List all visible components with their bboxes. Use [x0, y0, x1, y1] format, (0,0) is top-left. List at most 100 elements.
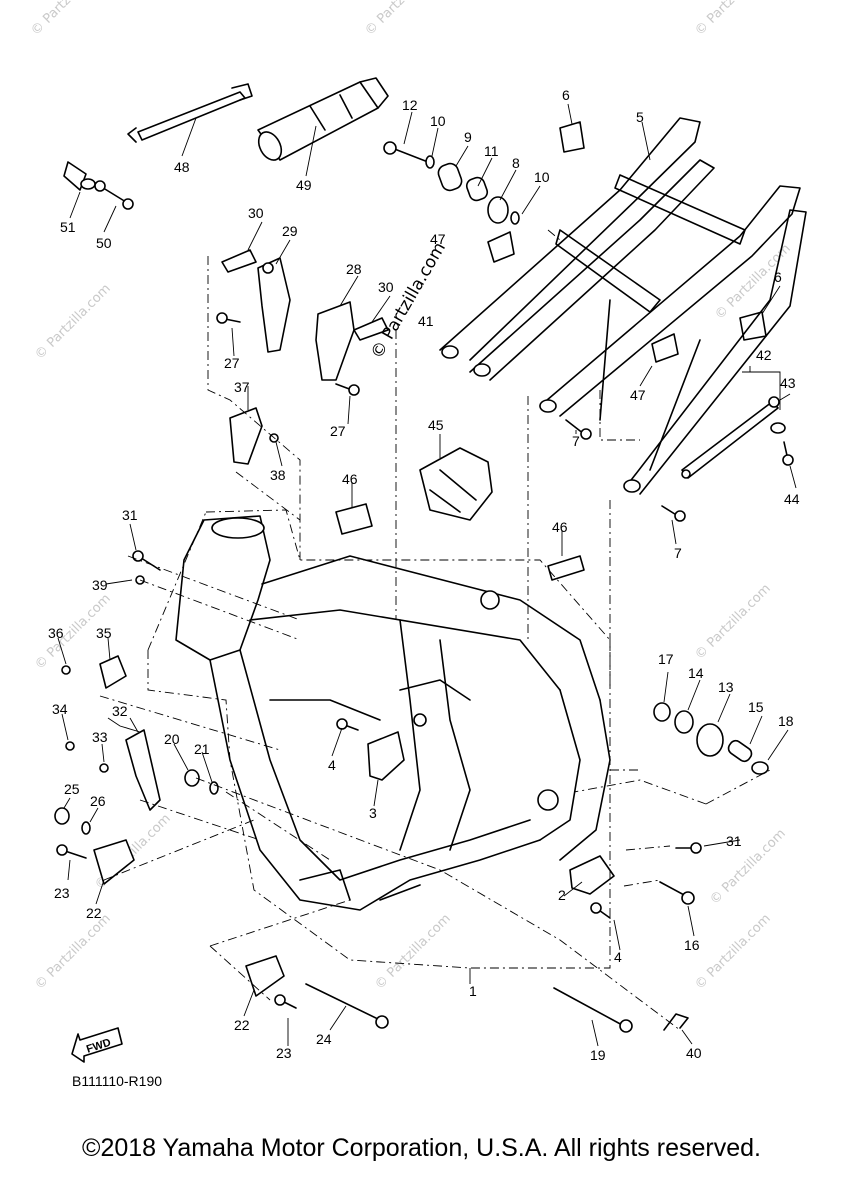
callout-23: 23 — [276, 1045, 292, 1061]
callout-4: 4 — [328, 757, 336, 773]
part-13-bushing — [696, 723, 724, 757]
part-45-cover — [419, 447, 493, 521]
part-23-bolt — [56, 844, 297, 1009]
callout-22: 22 — [234, 1017, 250, 1033]
callout-23: 23 — [54, 885, 70, 901]
part-43-collar — [770, 422, 786, 434]
callout-38: 38 — [270, 467, 286, 483]
callout-8: 8 — [512, 155, 520, 171]
callout-50: 50 — [96, 235, 112, 251]
part-26-washer — [81, 821, 91, 835]
callout-51: 51 — [60, 219, 76, 235]
part-29-bracket — [257, 257, 291, 353]
callout-31: 31 — [726, 833, 742, 849]
callout-37: 37 — [234, 379, 250, 395]
part-40-clip — [663, 1013, 689, 1031]
watermark: © Partzilla.com — [362, 0, 444, 39]
part-8-bushing — [487, 196, 509, 224]
watermark: © Partzilla.com — [692, 581, 774, 663]
watermark-layer: © Partzilla.com © Partzilla.com © Partzi… — [28, 0, 794, 993]
callout-10: 10 — [534, 169, 550, 185]
part-16-bolt — [659, 881, 695, 905]
part-36-screw — [61, 665, 71, 675]
callout-24: 24 — [316, 1031, 332, 1047]
callout-6: 6 — [562, 87, 570, 103]
part-27-bolt — [216, 312, 360, 396]
part-1-main-frame — [175, 515, 611, 911]
part-22-bracket — [93, 839, 285, 997]
callout-3: 3 — [369, 805, 377, 821]
part-30-bracket — [221, 249, 389, 341]
part-2-bracket — [569, 855, 615, 895]
callout-41: 41 — [418, 313, 434, 329]
watermark: © Partzilla.com — [28, 0, 110, 39]
callout-29: 29 — [282, 223, 298, 239]
callout-7: 7 — [674, 545, 682, 561]
callout-20: 20 — [164, 731, 180, 747]
callout-15: 15 — [748, 699, 764, 715]
callout-13: 13 — [718, 679, 734, 695]
part-18-washer — [751, 761, 769, 775]
callout-34: 34 — [52, 701, 68, 717]
callout-30: 30 — [378, 279, 394, 295]
callout-39: 39 — [92, 577, 108, 593]
callout-27: 27 — [330, 423, 346, 439]
callout-17: 17 — [658, 651, 674, 667]
callout-labels: 1 2 3 4 4 5 6 6 7 7 8 9 10 10 11 12 13 1… — [48, 87, 800, 1063]
callout-46: 46 — [552, 519, 568, 535]
watermark: © Partzilla.com — [32, 911, 114, 993]
part-25-nut — [54, 807, 70, 825]
callout-22: 22 — [86, 905, 102, 921]
part-19-bolt — [553, 987, 633, 1033]
callout-25: 25 — [64, 781, 80, 797]
part-12-bolt — [383, 141, 429, 163]
watermark: © Partzilla.com — [372, 911, 454, 993]
callout-30: 30 — [248, 205, 264, 221]
callout-1: 1 — [469, 983, 477, 999]
callout-40: 40 — [686, 1045, 702, 1061]
part-17-nut — [653, 702, 671, 722]
callout-2: 2 — [558, 887, 566, 903]
callout-42: 42 — [756, 347, 772, 363]
leader-lines — [57, 103, 797, 1047]
diagram-reference-code: B111110-R190 — [72, 1073, 163, 1089]
part-7-bolt — [565, 419, 686, 522]
part-21-washer — [209, 781, 219, 795]
callout-33: 33 — [92, 729, 108, 745]
callout-48: 48 — [174, 159, 190, 175]
callout-36: 36 — [48, 625, 64, 641]
part-42-stay — [681, 396, 780, 479]
callout-27: 27 — [224, 355, 240, 371]
part-46-clamp — [335, 503, 585, 581]
watermark: © Partzilla.com — [32, 281, 114, 363]
part-20-nut — [184, 769, 200, 787]
callout-44: 44 — [784, 491, 800, 507]
part-47-protector — [487, 231, 679, 363]
callout-19: 19 — [590, 1047, 606, 1063]
callout-49: 49 — [296, 177, 312, 193]
part-32-guard — [125, 729, 161, 811]
part-33-nut — [99, 763, 109, 773]
callout-47: 47 — [630, 387, 646, 403]
callout-12: 12 — [402, 97, 418, 113]
part-28-bracket — [315, 301, 355, 381]
copyright-notice: ©2018 Yamaha Motor Corporation, U.S.A. A… — [82, 1134, 761, 1162]
callout-10: 10 — [430, 113, 446, 129]
fwd-arrow-icon: FWD — [71, 1027, 123, 1063]
part-4-bolt — [336, 718, 611, 919]
callout-6: 6 — [774, 269, 782, 285]
callout-47: 47 — [430, 231, 446, 247]
assembly-lines — [99, 229, 771, 1031]
watermark: © Partzilla.com — [707, 826, 789, 908]
callout-45: 45 — [428, 417, 444, 433]
part-24-bolt — [305, 983, 389, 1029]
part-6-label — [559, 121, 767, 341]
callout-11: 11 — [484, 143, 499, 159]
part-37-clamp — [229, 407, 263, 465]
callout-35: 35 — [96, 625, 112, 641]
callout-21: 21 — [194, 741, 210, 757]
part-10-washer — [425, 155, 520, 225]
callout-28: 28 — [346, 261, 362, 277]
part-35-clamp — [99, 655, 127, 689]
